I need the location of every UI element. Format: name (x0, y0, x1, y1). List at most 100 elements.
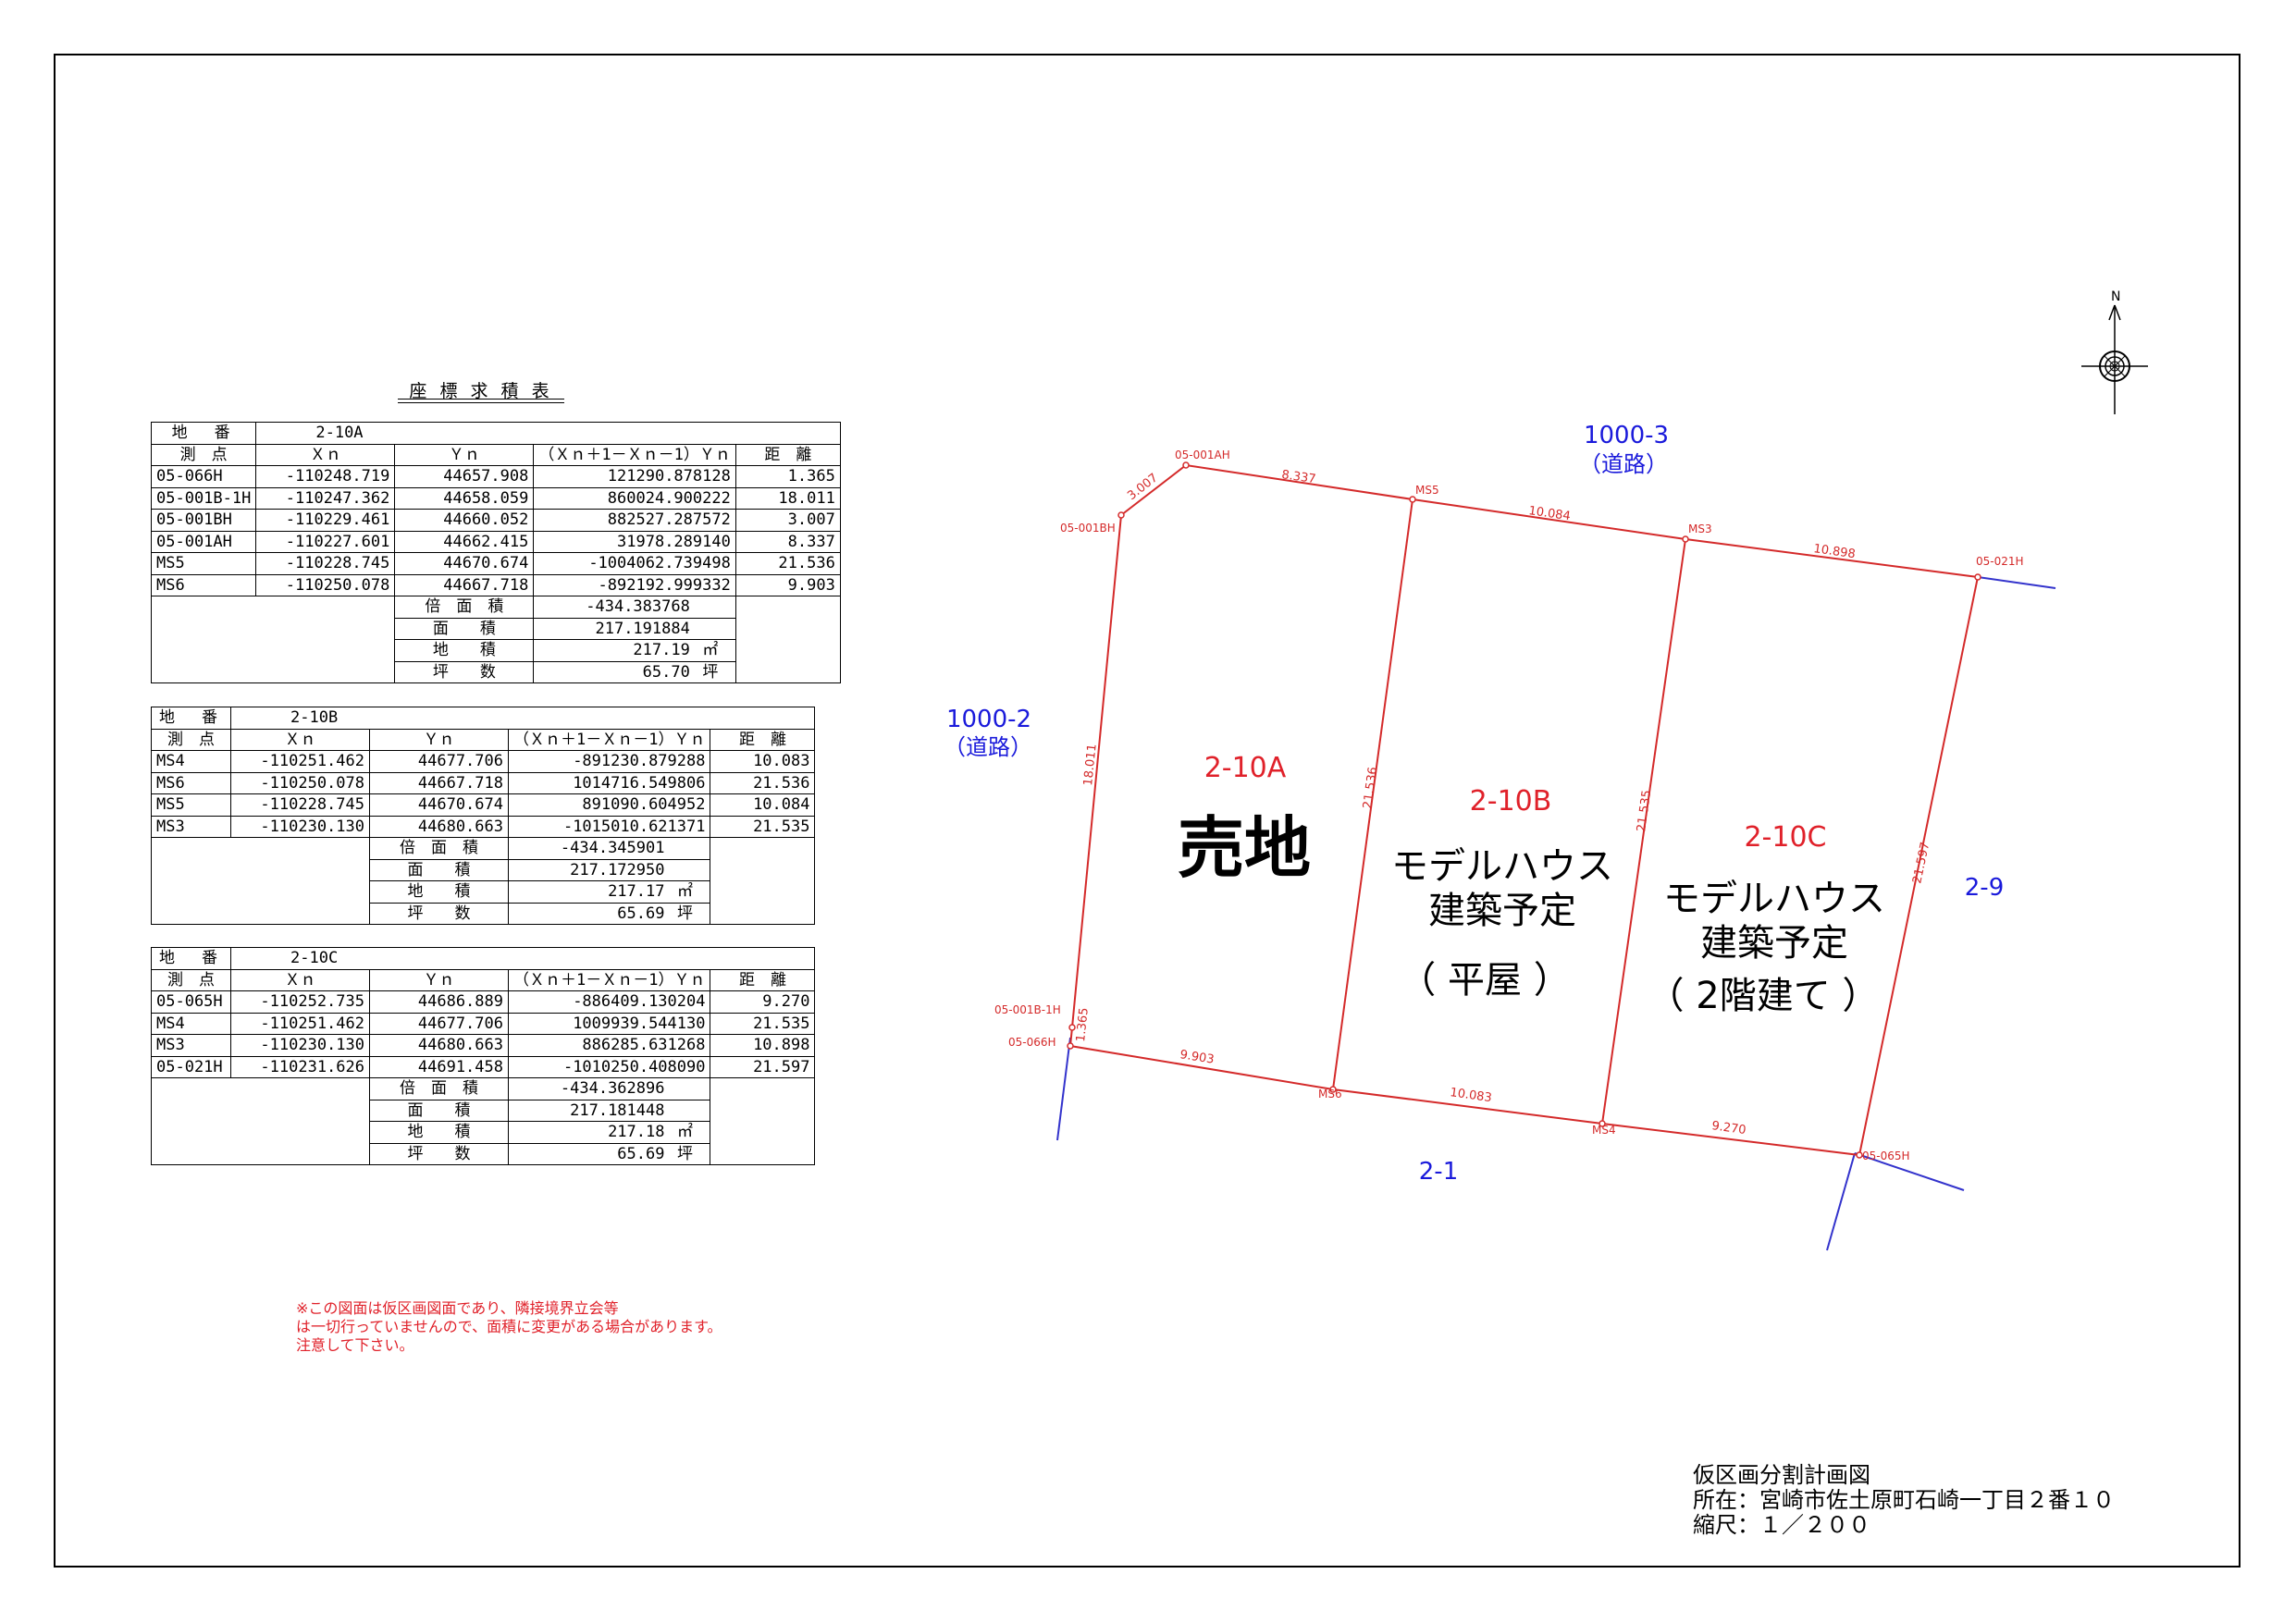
lot-description: （ 平屋 ） (1399, 959, 1570, 1002)
summary-value-cell: 217.181448 (507, 1099, 711, 1122)
blank-cell (710, 1077, 816, 1165)
point-label: 05-021H (1976, 555, 2024, 568)
table-cell: -110229.461 (255, 509, 396, 532)
table-cell: 121290.878128 (533, 465, 736, 488)
table-cell: 44677.706 (369, 750, 509, 773)
table-cell: 886285.631268 (507, 1034, 711, 1057)
table-cell: 44658.059 (394, 486, 535, 510)
summary-row: 倍 面 積-434.383768 (150, 596, 841, 683)
summary-value: 217.18 (608, 1123, 665, 1142)
table-cell: 8.337 (734, 530, 841, 553)
point-label: MS4 (1592, 1124, 1616, 1137)
table-cell: -110251.462 (230, 750, 370, 773)
blank-cell (151, 1077, 370, 1165)
lot-descriptions: 売地 モデルハウス 建築予定 （ 平屋 ） モデルハウス 建築予定 （ 2階建て… (1178, 809, 1885, 1017)
summary-label: 倍 面 積 (394, 596, 535, 619)
table-cell: MS4 (151, 1012, 231, 1035)
road-number: 1000-3 (1584, 422, 1669, 449)
lot-id: 2-10B (1470, 785, 1552, 818)
table-cell: -110248.719 (255, 465, 396, 488)
summary-value: 217.181448 (570, 1100, 665, 1120)
table-cell: MS4 (151, 750, 231, 773)
road-number: 1000-2 (946, 706, 1031, 733)
header-cell: （Ｘｎ＋1－Ｘｎ－1）Ｙｎ (507, 728, 711, 751)
table-cell: 05-066H (150, 465, 257, 488)
lot-id: 2-10A (1204, 752, 1287, 784)
table-cell: 05-021H (151, 1055, 231, 1078)
table-cell: -110251.462 (230, 1012, 370, 1035)
summary-unit: 坪 (676, 1144, 693, 1163)
table-cell: 10.898 (710, 1034, 816, 1057)
summary-value: 217.191884 (595, 619, 690, 638)
north-label: N (2111, 289, 2120, 304)
title-block: 仮区画分割計画図 所在：宮崎市佐土原町石崎一丁目２番１０ 縮尺：１／２００ (1693, 1463, 2115, 1538)
table-cell: -110230.130 (230, 815, 370, 838)
table-cell: 44667.718 (394, 573, 535, 596)
table-cell: MS5 (151, 793, 231, 817)
summary-row: 倍 面 積-434.362896 (151, 1077, 816, 1165)
table-cell: 44677.706 (369, 1012, 509, 1035)
neighbor-lines (1056, 576, 2056, 1251)
summary-row: 倍 面 積-434.345901 (151, 837, 816, 925)
road-name: （道路） (944, 734, 1032, 760)
note-line: 注意して下さい。 (296, 1336, 414, 1354)
table-cell: 21.597 (710, 1055, 816, 1078)
summary-label: 地 積 (369, 880, 509, 904)
table-cell: MS3 (151, 1034, 231, 1057)
title-underline (398, 402, 564, 403)
table-cell: 44680.663 (369, 1034, 509, 1057)
blank-cell (151, 837, 370, 925)
point-label: 05-066H (1008, 1036, 1056, 1049)
summary-value: -434.362896 (560, 1079, 665, 1099)
table-cell: 44670.674 (394, 552, 535, 575)
note-line: は一切行っていませんので、面積に変更がある場合があります。 (296, 1318, 722, 1335)
header-cell: （Ｘｎ＋1－Ｘｎ－1）Ｙｎ (533, 443, 736, 466)
point-label: MS3 (1688, 523, 1712, 535)
table-cell: -110247.362 (255, 486, 396, 510)
table-cell: 44657.908 (394, 465, 535, 488)
point-label: 05-001BH (1060, 522, 1116, 535)
edge-length: 10.083 (1449, 1086, 1492, 1105)
table-cell: -110228.745 (255, 552, 396, 575)
table-cell: -886409.130204 (507, 990, 711, 1014)
summary-unit: ㎡ (702, 641, 719, 660)
table-cell: -110250.078 (255, 573, 396, 596)
blank-cell (150, 596, 396, 683)
edge-length: 21.597 (1910, 841, 1932, 885)
table-cell: 882527.287572 (533, 509, 736, 532)
table-cell: MS6 (150, 573, 257, 596)
summary-value: 65.70 (642, 662, 690, 682)
scale-text: 縮尺：１／２００ (1693, 1512, 1870, 1538)
table-cell: 21.536 (710, 771, 816, 794)
lot-id: 2-10C (1744, 821, 1826, 854)
lot-description: モデルハウス (1391, 845, 1613, 888)
table-cell: -110231.626 (230, 1055, 370, 1078)
drawing-frame (54, 54, 2240, 1568)
summary-unit: 坪 (676, 904, 693, 923)
table-cell: 05-001B-1H (150, 486, 257, 510)
summary-unit: 坪 (702, 662, 719, 682)
summary-value-cell: -434.362896 (507, 1077, 711, 1100)
summary-value-cell: -434.345901 (507, 837, 711, 860)
lot-ids: 2-10A 2-10B 2-10C (1204, 752, 1827, 854)
table-cell: -1010250.408090 (507, 1055, 711, 1078)
road-name: （道路） (1579, 451, 1668, 477)
